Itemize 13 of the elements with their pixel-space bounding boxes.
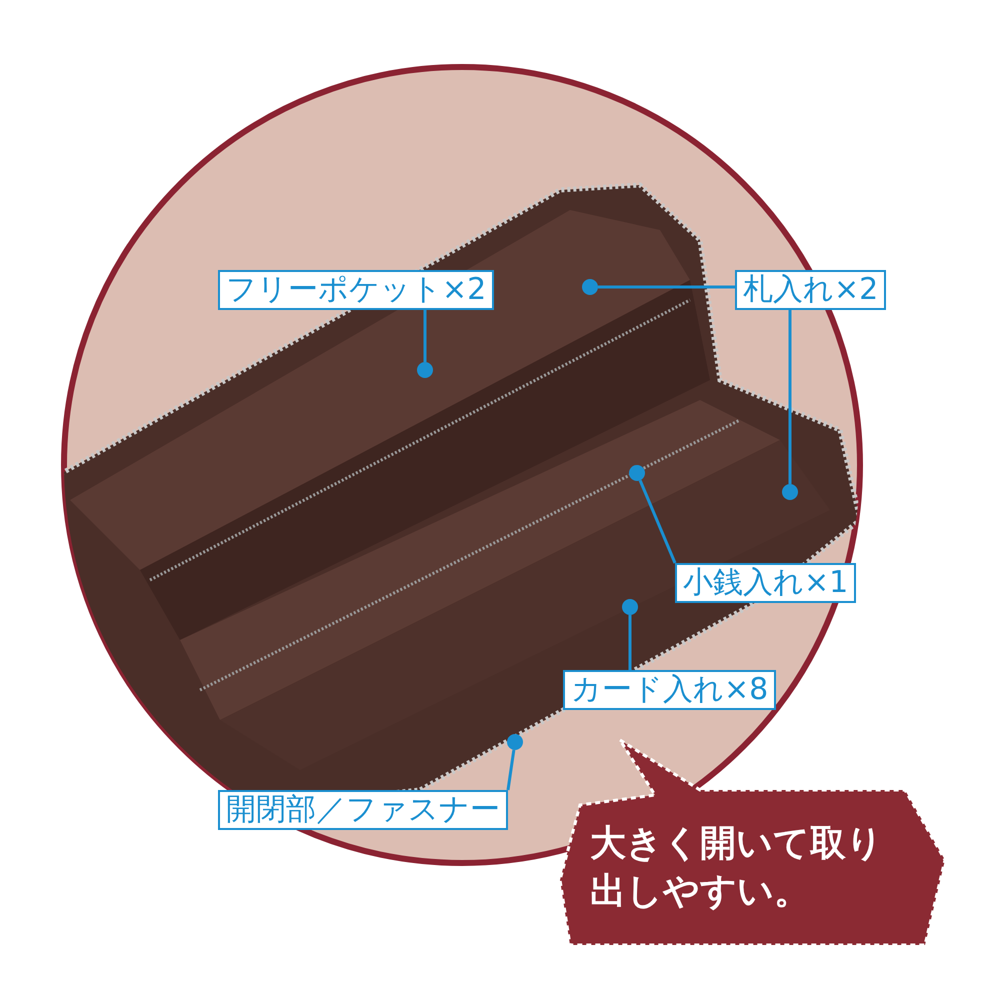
bubble-text: 大きく開いて取り出しやすい。 bbox=[590, 822, 884, 914]
leader-line bbox=[424, 310, 426, 362]
leader-line bbox=[598, 286, 735, 288]
callout-label: 札入れ×2 bbox=[735, 270, 886, 310]
callout-label: 開閉部／ファスナー bbox=[218, 790, 508, 830]
callout-label: フリーポケット×2 bbox=[218, 270, 494, 310]
speech-bubble bbox=[558, 738, 947, 946]
leader-line bbox=[638, 480, 676, 564]
leader-line bbox=[506, 750, 516, 790]
leader-line bbox=[788, 310, 792, 484]
leader-line bbox=[628, 615, 632, 670]
callout-label: 小銭入れ×1 bbox=[675, 563, 856, 603]
callout-label: カード入れ×8 bbox=[563, 670, 776, 710]
